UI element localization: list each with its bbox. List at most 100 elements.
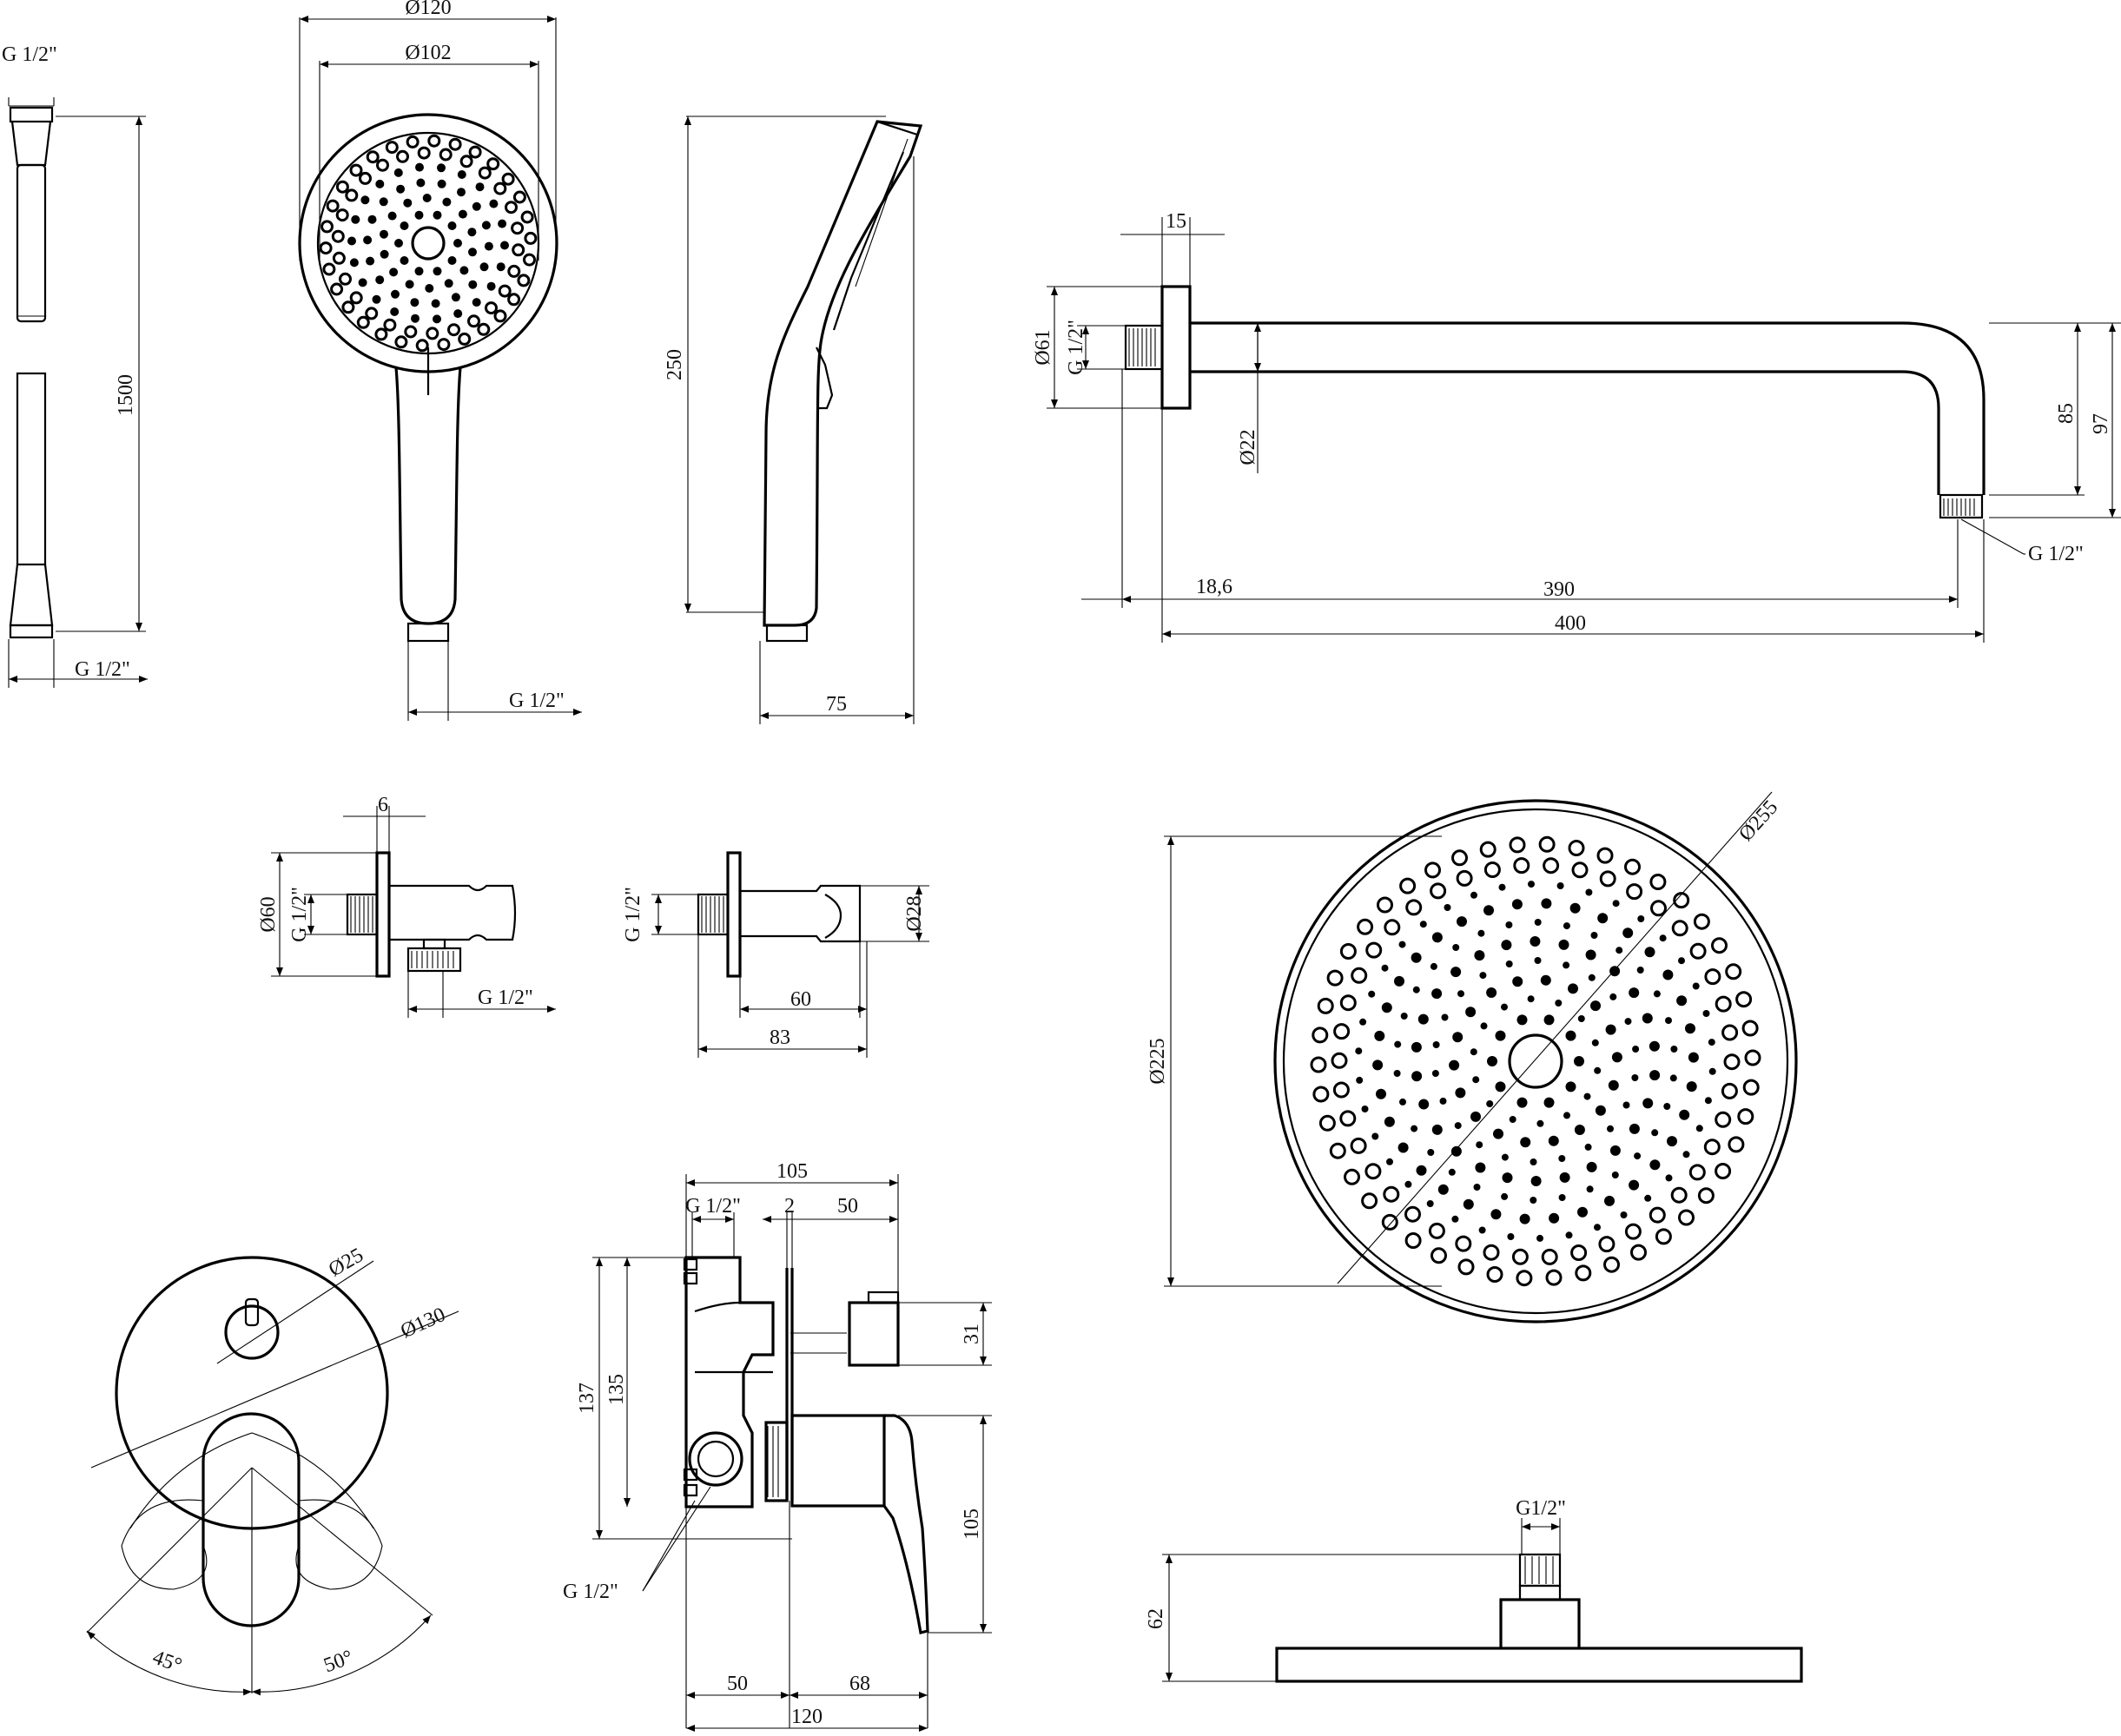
rain-head-nozzle xyxy=(1630,1244,1647,1261)
hand-shower-nozzle xyxy=(458,209,467,219)
rain-head-nozzle xyxy=(1487,1056,1497,1066)
rain-head-nozzle xyxy=(1558,1155,1566,1162)
hand-shower-nozzle xyxy=(414,210,424,220)
hand-shower-nozzle xyxy=(391,289,400,299)
rain-head-nozzle xyxy=(1365,941,1383,959)
hand-shower-nozzle xyxy=(379,197,388,207)
rain-head-nozzle xyxy=(1393,1070,1401,1077)
mixer-side-depth-50-top-label: 50 xyxy=(837,1195,858,1218)
hand-shower-nozzle xyxy=(380,249,389,259)
rain-head-side-thread-label: G1/2" xyxy=(1516,1497,1566,1520)
rain-head-nozzle xyxy=(1541,1248,1558,1265)
rain-head-nozzle xyxy=(1642,1013,1653,1024)
hand-shower-nozzle xyxy=(489,199,499,208)
rain-head-nozzle xyxy=(1586,1161,1597,1172)
rain-head-nozzle xyxy=(1667,1136,1677,1147)
hand-shower-nozzle xyxy=(366,150,380,164)
rain-head-nozzle xyxy=(1704,968,1721,986)
hand-shower-nozzle xyxy=(372,294,381,304)
wall-outlet-front-drawing: 6 Ø60 G 1/2" G 1/2" xyxy=(257,794,556,1018)
rain-head-nozzle xyxy=(1483,905,1494,916)
rain-head-nozzle xyxy=(1632,1046,1640,1053)
rain-head-nozzle xyxy=(1339,1110,1357,1127)
hand-shower-nozzle xyxy=(523,253,536,267)
rain-head-nozzle xyxy=(1670,1046,1678,1053)
rain-head-nozzle xyxy=(1479,841,1497,858)
hand-shower-nozzle xyxy=(415,162,424,172)
mixer-angle-left-label: 45° xyxy=(149,1646,184,1677)
rain-head-nozzle xyxy=(1473,1184,1481,1191)
rain-head-nozzle xyxy=(1624,1223,1642,1240)
rain-head-nozzle xyxy=(1331,1052,1348,1069)
hand-shower-nozzle xyxy=(363,235,373,245)
rain-head-nozzle xyxy=(1326,969,1344,987)
hand-shower-nozzle xyxy=(433,210,442,220)
rain-head-nozzle xyxy=(1622,1101,1630,1109)
rain-head-nozzle xyxy=(1744,1049,1761,1066)
rain-head-nozzle xyxy=(1452,944,1460,951)
hand-shower-nozzle xyxy=(367,215,377,224)
rain-head-nozzle xyxy=(1693,913,1710,930)
rain-head-nozzle xyxy=(1356,1076,1364,1084)
wall-outlet-side-drawing: G 1/2" Ø28 60 83 xyxy=(622,851,929,1058)
hand-shower-nozzle xyxy=(335,208,349,222)
rain-head-nozzle xyxy=(1359,1018,1367,1026)
rain-head-nozzle xyxy=(1634,1152,1642,1160)
mixer-side-bottom-120-label: 120 xyxy=(791,1706,823,1728)
rain-head-nozzle xyxy=(1611,1052,1622,1063)
rain-head-nozzle xyxy=(1530,936,1541,947)
rain-head-nozzle xyxy=(1427,1149,1435,1156)
rain-head-nozzle xyxy=(1502,1172,1513,1184)
rain-head-nozzle xyxy=(1649,1070,1661,1081)
rain-head-nozzle xyxy=(1457,916,1467,927)
rain-head-nozzle xyxy=(1384,919,1401,936)
rain-head-nozzle xyxy=(1450,967,1462,978)
rain-head-nozzle xyxy=(1622,927,1634,939)
rain-head-nozzle xyxy=(1397,1142,1409,1153)
rain-head-nozzle xyxy=(1711,937,1728,954)
rain-head-side-height-label: 62 xyxy=(1145,1608,1167,1629)
rain-head-nozzle xyxy=(1616,947,1623,954)
hand-shower-nozzle xyxy=(498,284,512,298)
rain-head-nozzle xyxy=(1629,1179,1640,1191)
hand-shower-nozzle xyxy=(472,298,481,307)
hand-shower-nozzle xyxy=(484,241,493,251)
rain-head-nozzle xyxy=(1511,1248,1529,1265)
hand-shower-nozzle xyxy=(331,229,345,243)
rain-head-nozzle xyxy=(1597,913,1609,924)
rain-head-nozzle xyxy=(1457,990,1464,998)
rain-head-nozzle xyxy=(1431,1247,1447,1264)
rain-head-nozzle xyxy=(1479,972,1487,980)
arm-flange-dia-label: Ø61 xyxy=(1032,329,1054,365)
mixer-side-width-top-label: 105 xyxy=(776,1160,808,1183)
hand-shower-nozzle xyxy=(426,327,439,340)
hand-shower-nozzle xyxy=(400,221,409,230)
hand-shower-nozzle xyxy=(415,339,429,353)
rain-head-nozzle xyxy=(1430,962,1437,970)
rain-head-nozzle xyxy=(1361,1106,1369,1112)
hand-shower-nozzle xyxy=(493,309,507,323)
rain-head-nozzle xyxy=(1412,986,1420,993)
rain-head-nozzle xyxy=(1609,966,1621,977)
hand-shower-nozzle xyxy=(365,307,379,320)
rain-head-nozzle xyxy=(1682,1151,1690,1158)
rain-head-nozzle xyxy=(1715,995,1732,1013)
hand-shower-nozzle xyxy=(437,163,446,173)
rain-head-nozzle xyxy=(1737,1108,1754,1125)
hand-shower-nozzle xyxy=(417,146,431,160)
rain-head-nozzle xyxy=(1574,1125,1585,1135)
rain-head-nozzle xyxy=(1678,1209,1695,1226)
rain-head-nozzle xyxy=(1312,1026,1329,1044)
hand-shower-nozzle xyxy=(427,134,441,148)
rain-head-nozzle xyxy=(1624,858,1641,875)
rain-head-nozzle xyxy=(1394,1040,1402,1048)
mixer-side-bottom-50-label: 50 xyxy=(727,1673,748,1695)
rain-head-nozzle xyxy=(1364,1163,1382,1180)
hand-shower-nozzle xyxy=(457,188,466,197)
hand-shower-nozzle xyxy=(467,228,477,237)
rain-head-nozzle xyxy=(1498,883,1506,891)
rain-head-nozzle xyxy=(1662,969,1674,980)
hand-shower-nozzle xyxy=(349,291,363,305)
rain-head-nozzle xyxy=(1470,1111,1481,1122)
rain-head-nozzle xyxy=(1665,1017,1672,1025)
